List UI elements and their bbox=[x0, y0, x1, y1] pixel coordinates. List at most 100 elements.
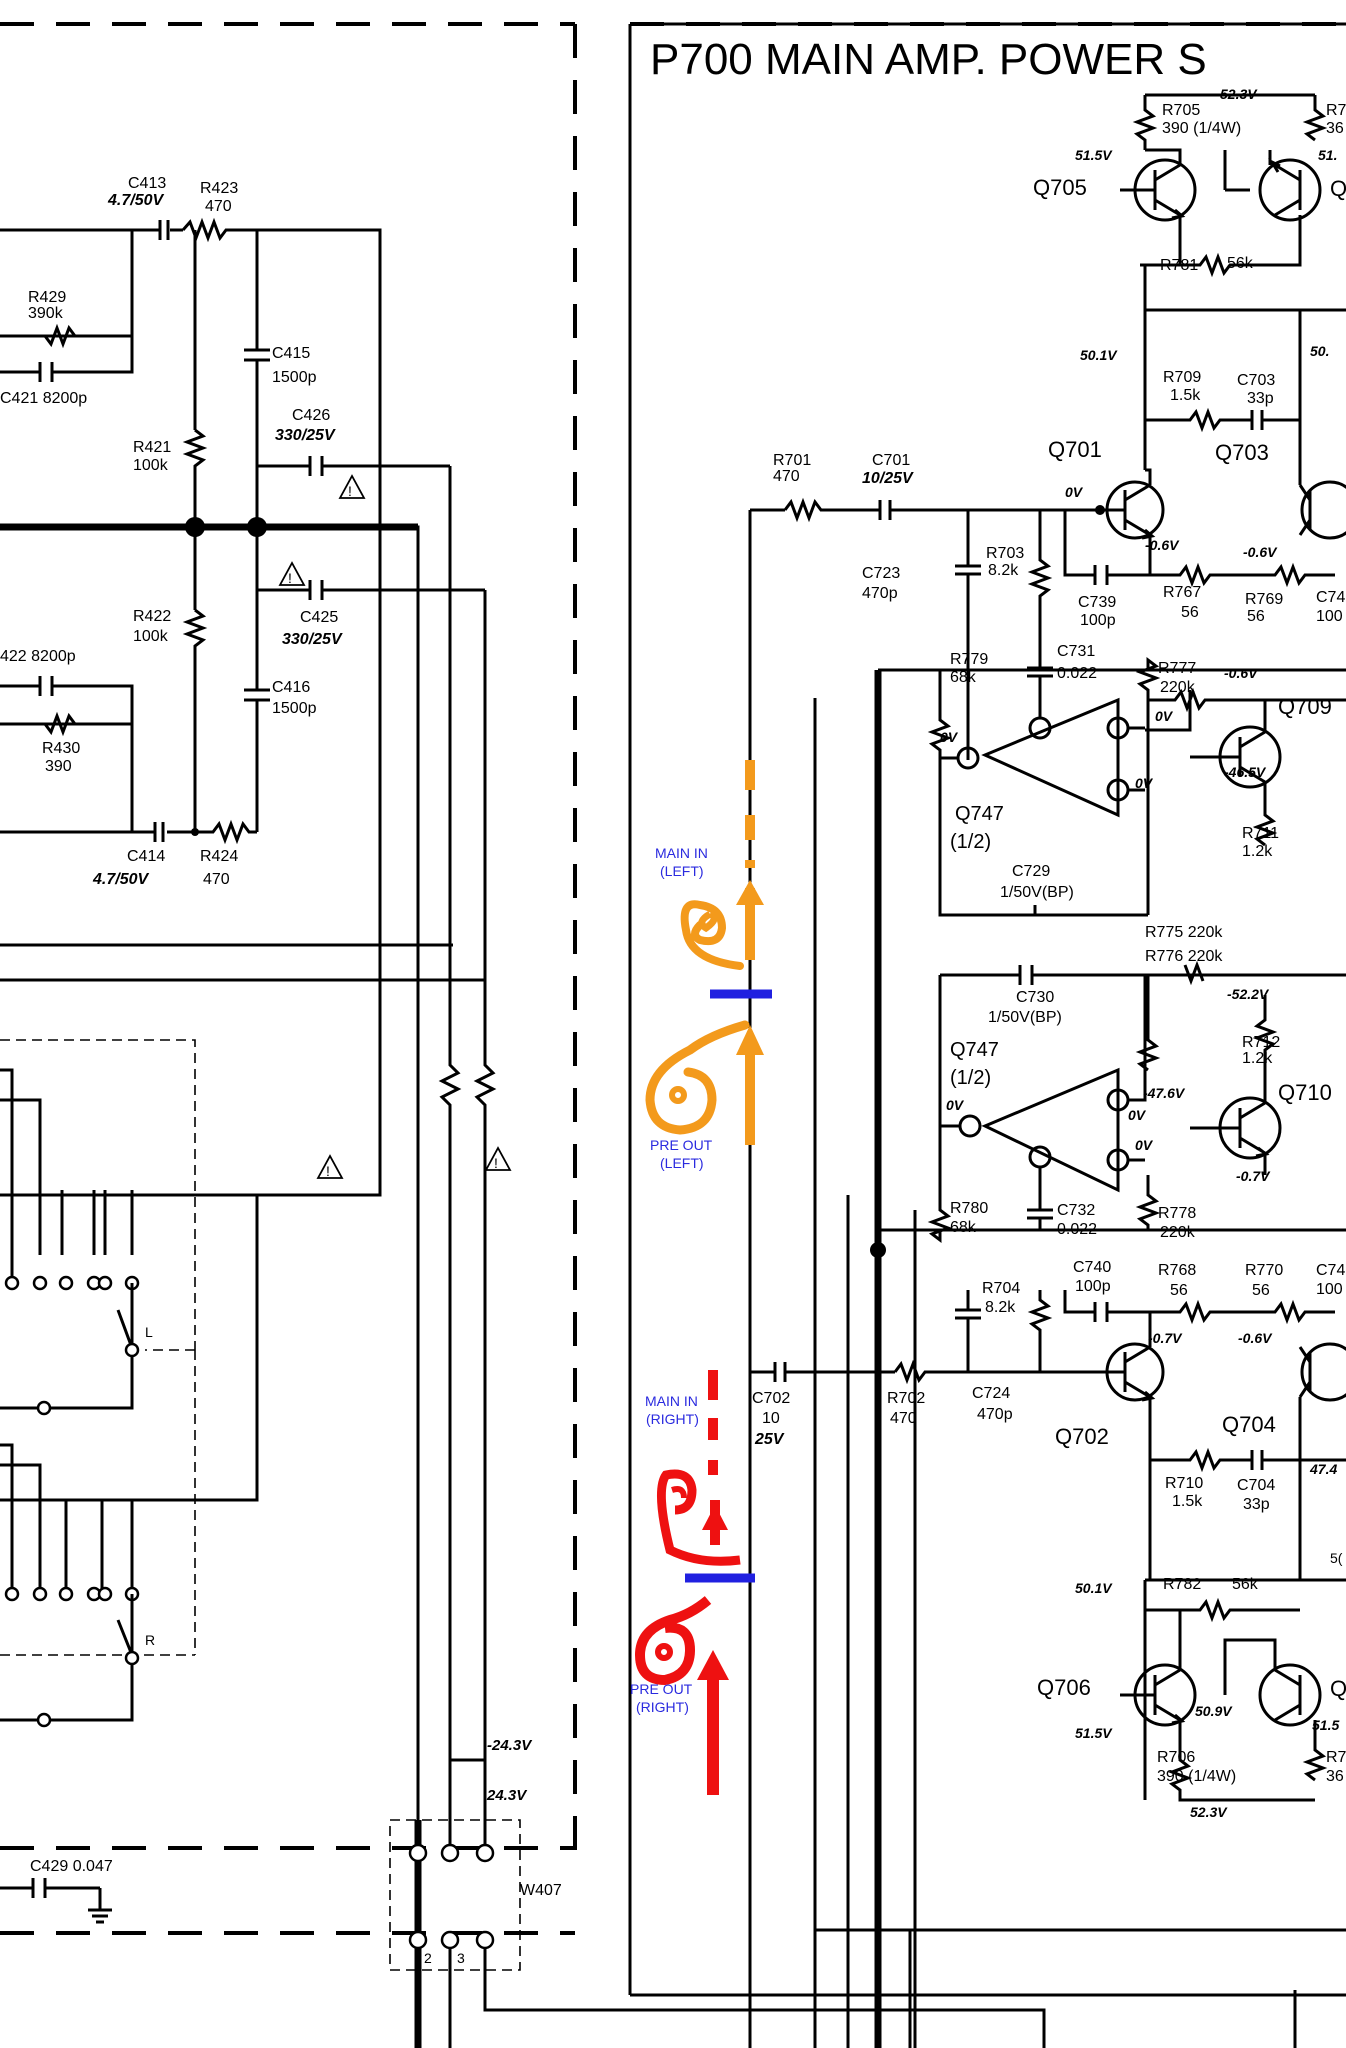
right-label-v0g: 0V bbox=[1135, 1137, 1154, 1153]
page-title: P700 MAIN AMP. POWER S bbox=[650, 35, 1207, 84]
right-label-q703: Q703 bbox=[1215, 440, 1269, 465]
right-label-c730v: 1/50V(BP) bbox=[988, 1009, 1062, 1026]
left-label-c425v: 330/25V bbox=[282, 631, 343, 648]
right-label-r782: R782 bbox=[1163, 1576, 1201, 1593]
right-label-r705v: 390 (1/4W) bbox=[1162, 120, 1241, 137]
right-label-vm522: -52.2V bbox=[1227, 986, 1270, 1002]
svg-text:!: ! bbox=[326, 1163, 330, 1179]
right-label-v51y: 51.5 bbox=[1312, 1717, 1339, 1733]
right-label-r709: R709 bbox=[1163, 369, 1201, 386]
left-label-c414v: 4.7/50V bbox=[92, 871, 149, 888]
right-label-r775: R775 220k bbox=[1145, 924, 1223, 941]
right-label-v515a: 51.5V bbox=[1075, 147, 1113, 163]
left-label-n3: 3 bbox=[457, 1950, 465, 1966]
right-label-c702: C702 bbox=[752, 1390, 790, 1407]
left-label-c422: 422 8200p bbox=[0, 648, 76, 665]
right-label-q705: Q705 bbox=[1033, 175, 1087, 200]
right-label-r703: R703 bbox=[986, 545, 1024, 562]
right-label-vm06c: -0.6V bbox=[1224, 665, 1259, 681]
left-switch-box bbox=[0, 1039, 259, 1728]
right-label-v0a: 0V bbox=[1065, 484, 1084, 500]
right-label-q747b: Q747 bbox=[950, 1039, 999, 1061]
annotation-main-in-left: MAIN IN (LEFT) bbox=[655, 845, 708, 879]
right-label-r702: R702 bbox=[887, 1390, 925, 1407]
left-label-c414: C414 bbox=[127, 848, 165, 865]
annotation-pre-out-right: PRE OUT (RIGHT) bbox=[630, 1681, 693, 1715]
left-label-r421: R421 bbox=[133, 439, 171, 456]
q747-upper bbox=[927, 630, 1346, 986]
right-label-r779: R779 bbox=[950, 651, 988, 668]
right-label-r778: R778 bbox=[1158, 1205, 1196, 1222]
right-label-vm465: -46.5V bbox=[1224, 764, 1267, 780]
right-label-c740: C740 bbox=[1073, 1259, 1111, 1276]
right-label-vm06a: -0.6V bbox=[1145, 537, 1180, 553]
right-label-v501b: 50.1V bbox=[1075, 1580, 1113, 1596]
right-label-c74a: C74 bbox=[1316, 589, 1345, 606]
right-label-q747a: Q747 bbox=[955, 803, 1004, 825]
right-label-r768: R768 bbox=[1158, 1262, 1196, 1279]
right-label-v501: 50.1V bbox=[1080, 347, 1118, 363]
main-in-left-line1: MAIN IN bbox=[655, 845, 708, 861]
input-right bbox=[750, 1290, 1346, 1623]
right-label-c724: C724 bbox=[972, 1385, 1010, 1402]
left-label-r430v: 390 bbox=[45, 758, 72, 775]
right-label-c74av: 100 bbox=[1316, 608, 1343, 625]
right-label-v51x: 51. bbox=[1318, 147, 1337, 163]
left-label-c415: C415 bbox=[272, 345, 310, 362]
right-label-c739: C739 bbox=[1078, 594, 1116, 611]
right-label-v0f: 0V bbox=[1128, 1107, 1147, 1123]
left-top-network bbox=[0, 217, 497, 2048]
right-label-c74bv: 100 bbox=[1316, 1281, 1343, 1298]
right-label-c74b: C74 bbox=[1316, 1262, 1345, 1279]
right-label-r712v: 1.2k bbox=[1242, 1050, 1273, 1067]
right-label-qy: Q bbox=[1330, 1676, 1346, 1701]
right-label-r704v: 8.2k bbox=[985, 1299, 1016, 1316]
right-label-c704: C704 bbox=[1237, 1477, 1275, 1494]
right-label-r703v: 8.2k bbox=[988, 562, 1019, 579]
right-label-r704: R704 bbox=[982, 1280, 1020, 1297]
right-label-r706v: 390 (1/4W) bbox=[1157, 1768, 1236, 1785]
top-driver bbox=[1100, 93, 1346, 575]
pre-out-left-line2: (LEFT) bbox=[660, 1155, 704, 1171]
right-label-r7x: R7 bbox=[1326, 102, 1346, 119]
right-label-r770: R770 bbox=[1245, 1262, 1283, 1279]
right-label-c739v: 100p bbox=[1080, 612, 1116, 629]
right-label-c723v: 470p bbox=[862, 585, 898, 602]
right-label-r768v: 56 bbox=[1170, 1282, 1188, 1299]
right-label-r767v: 56 bbox=[1181, 604, 1199, 621]
right-label-r712: R712 bbox=[1242, 1034, 1280, 1051]
right-label-r706: R706 bbox=[1157, 1749, 1195, 1766]
right-label-c732v: 0.022 bbox=[1057, 1221, 1097, 1238]
left-label-c413v: 4.7/50V bbox=[107, 192, 164, 209]
left-label-n2: 2 bbox=[424, 1950, 432, 1966]
right-label-vm06b: -0.6V bbox=[1243, 544, 1278, 560]
pre-out-right-line1: PRE OUT bbox=[630, 1681, 693, 1697]
annotation-pre-out-left: PRE OUT (LEFT) bbox=[650, 1137, 713, 1171]
right-label-r777: R777 bbox=[1158, 660, 1196, 677]
right-label-v523a: 52.3V bbox=[1220, 86, 1258, 102]
left-label-v243p: 24.3V bbox=[486, 1787, 528, 1804]
main-in-left-line2: (LEFT) bbox=[660, 863, 704, 879]
right-label-r767: R767 bbox=[1163, 584, 1201, 601]
right-label-c740v: 100p bbox=[1075, 1278, 1111, 1295]
left-label-r422: R422 bbox=[133, 608, 171, 625]
right-label-r710v: 1.5k bbox=[1172, 1493, 1203, 1510]
left-label-r429v: 390k bbox=[28, 305, 64, 322]
svg-text:!: ! bbox=[348, 483, 352, 499]
right-label-r779v: 68k bbox=[950, 669, 977, 686]
right-label-v0b: 0V bbox=[1155, 708, 1174, 724]
right-label-q701: Q701 bbox=[1048, 437, 1102, 462]
right-label-v0e: 0V bbox=[946, 1097, 965, 1113]
right-label-r705: R705 bbox=[1162, 102, 1200, 119]
right-label-r701v: 470 bbox=[773, 468, 800, 485]
right-label-v509: 50.9V bbox=[1195, 1703, 1233, 1719]
svg-text:!: ! bbox=[494, 1155, 498, 1171]
right-label-c723: C723 bbox=[862, 565, 900, 582]
right-label-r711v: 1.2k bbox=[1242, 843, 1273, 860]
right-label-r780: R780 bbox=[950, 1200, 988, 1217]
left-label-c429: C429 0.047 bbox=[30, 1858, 113, 1875]
right-label-vm476: -47.6V bbox=[1143, 1085, 1186, 1101]
right-label-v474: 47.4 bbox=[1309, 1461, 1337, 1477]
right-label-c730: C730 bbox=[1016, 989, 1054, 1006]
